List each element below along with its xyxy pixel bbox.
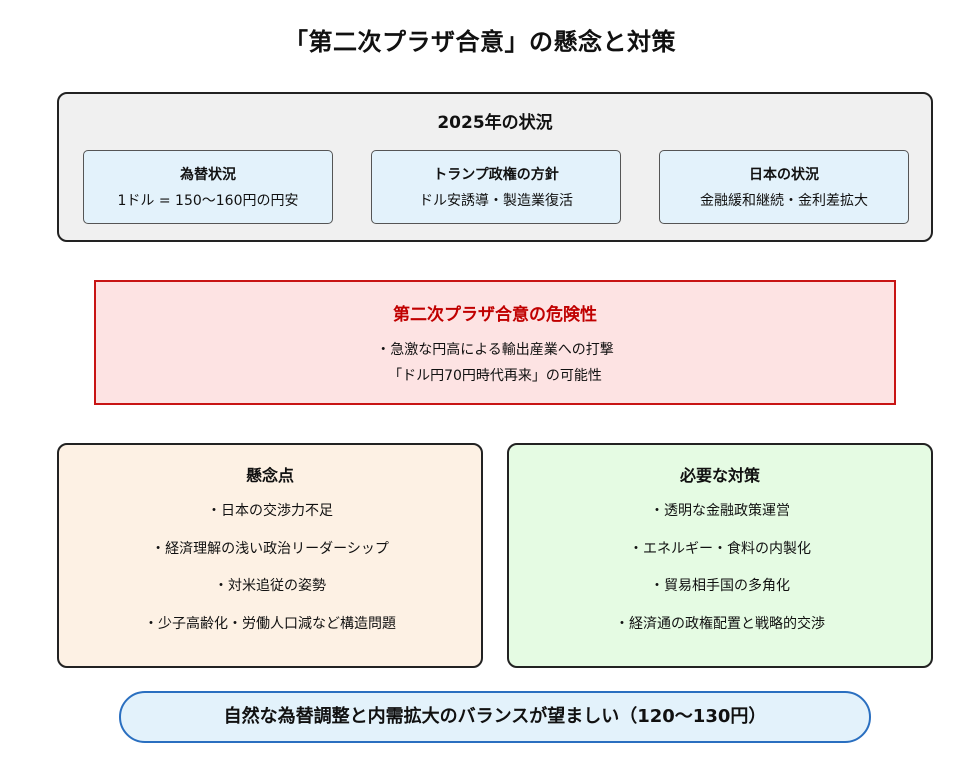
concern-item: ・経済理解の浅い政治リーダーシップ <box>151 540 389 557</box>
japan-situation-text: 金融緩和継続・金利差拡大 <box>700 193 868 209</box>
danger-line: 「ドル円70円時代再来」の可能性 <box>388 368 602 384</box>
concerns-title: 懸念点 <box>245 466 294 485</box>
trump-policy-text: ドル安誘導・製造業復活 <box>419 193 573 209</box>
measure-item: ・エネルギー・食料の内製化 <box>629 540 811 557</box>
concerns-list: ・日本の交渉力不足 ・経済理解の浅い政治リーダーシップ ・対米追従の姿勢 ・少子… <box>59 500 481 650</box>
exchange-rate-text: 1ドル = 150〜160円の円安 <box>117 193 299 209</box>
diagram-title: 「第二次プラザ合意」の懸念と対策 <box>284 28 676 56</box>
exchange-rate-title: 為替状況 <box>180 167 236 183</box>
danger-title: 第二次プラザ合意の危険性 <box>393 305 597 325</box>
trump-policy-title: トランプ政権の方針 <box>433 167 559 183</box>
concerns-box: 懸念点 ・日本の交渉力不足 ・経済理解の浅い政治リーダーシップ ・対米追従の姿勢… <box>57 443 483 668</box>
japan-situation-title: 日本の状況 <box>749 167 819 183</box>
measure-item: ・経済通の政権配置と戦略的交渉 <box>615 615 825 632</box>
japan-situation-box: 日本の状況 金融緩和継続・金利差拡大 <box>659 150 909 224</box>
situation-title: 2025年の状況 <box>437 113 553 133</box>
measures-title: 必要な対策 <box>679 466 760 485</box>
concern-item: ・対米追従の姿勢 <box>214 578 326 594</box>
trump-policy-box: トランプ政権の方針 ドル安誘導・製造業復活 <box>371 150 621 224</box>
measures-list: ・透明な金融政策運営 ・エネルギー・食料の内製化 ・貿易相手国の多角化 ・経済通… <box>509 500 931 650</box>
danger-box: 第二次プラザ合意の危険性 ・急激な円高による輸出産業への打撃 「ドル円70円時代… <box>94 280 896 405</box>
situation-panel: 2025年の状況 為替状況 1ドル = 150〜160円の円安 トランプ政権の方… <box>57 92 933 242</box>
concern-item: ・少子高齢化・労働人口減など構造問題 <box>144 615 396 632</box>
concern-item: ・日本の交渉力不足 <box>207 503 333 519</box>
measures-box: 必要な対策 ・透明な金融政策運営 ・エネルギー・食料の内製化 ・貿易相手国の多角… <box>507 443 933 668</box>
measure-item: ・貿易相手国の多角化 <box>650 578 790 594</box>
measure-item: ・透明な金融政策運営 <box>650 503 790 519</box>
exchange-rate-box: 為替状況 1ドル = 150〜160円の円安 <box>83 150 333 224</box>
conclusion-pill: 自然な為替調整と内需拡大のバランスが望ましい（120〜130円） <box>119 691 871 743</box>
danger-line: ・急激な円高による輸出産業への打撃 <box>376 342 614 358</box>
